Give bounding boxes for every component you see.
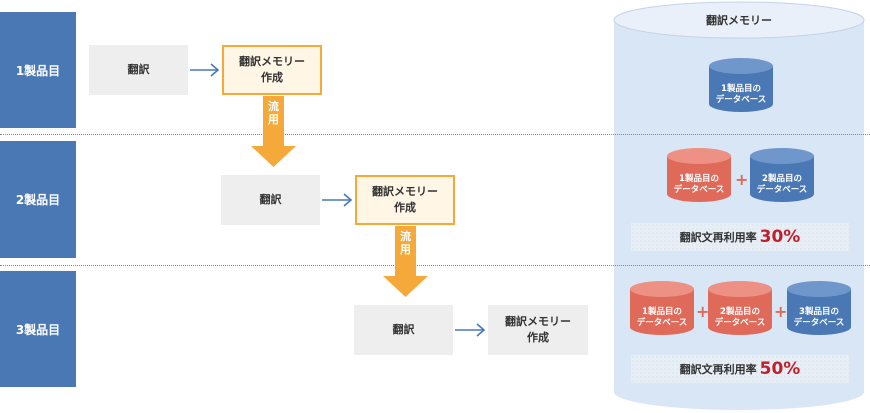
row-separator-2 — [0, 265, 870, 266]
rate-value: 30% — [759, 227, 801, 247]
memory-line1: 翻訳メモリー — [505, 315, 571, 328]
row-label-3: 3製品目 — [0, 271, 76, 387]
reuse-char: 用 — [268, 113, 279, 126]
reuse-char: 流 — [268, 100, 279, 113]
row-separator-1 — [0, 134, 870, 135]
db-label-1: 1製品目の データベース — [709, 84, 773, 106]
plus-sign: + — [735, 170, 749, 189]
memory-line2: 作成 — [527, 331, 549, 344]
reuse-label-2: 流 用 — [399, 230, 413, 256]
memory-line1: 翻訳メモリー — [372, 185, 438, 198]
memory-line2: 作成 — [261, 71, 283, 84]
db-suffix: データベース — [714, 318, 766, 328]
db-suffix: データベース — [673, 185, 725, 195]
db-name: 3製品目の — [799, 307, 839, 317]
plus-sign: + — [774, 302, 788, 321]
memory-create-box-3: 翻訳メモリー 作成 — [488, 305, 588, 355]
memory-line1: 翻訳メモリー — [239, 55, 305, 68]
db-label-3c: 3製品目の データベース — [787, 307, 851, 329]
db-suffix: データベース — [715, 95, 767, 105]
memory-create-box-2: 翻訳メモリー 作成 — [355, 175, 455, 225]
translate-box-1: 翻訳 — [89, 45, 188, 95]
memory-create-box-1: 翻訳メモリー 作成 — [222, 45, 322, 95]
db-name: 1製品目の — [679, 174, 719, 184]
memory-line2: 作成 — [394, 201, 416, 214]
db-name: 2製品目の — [762, 174, 802, 184]
db-suffix: データベース — [793, 318, 845, 328]
db-name: 1製品目の — [721, 84, 761, 94]
db-name: 1製品目の — [642, 307, 682, 317]
db-label-2b: 2製品目の データベース — [750, 174, 814, 196]
db-label-3b: 2製品目の データベース — [708, 307, 772, 329]
db-suffix: データベース — [636, 318, 688, 328]
db-label-2a: 1製品目の データベース — [667, 174, 731, 196]
translate-box-3: 翻訳 — [354, 305, 453, 355]
db-name: 2製品目の — [720, 307, 760, 317]
db-panel-title: 翻訳メモリー — [706, 14, 772, 27]
db-label-3a: 1製品目の データベース — [630, 307, 694, 329]
reuse-rate-2: 翻訳文再利用率 30% — [631, 223, 849, 251]
db-suffix: データベース — [756, 185, 808, 195]
rate-label: 翻訳文再利用率 — [679, 363, 757, 376]
reuse-char: 流 — [400, 230, 411, 243]
reuse-char: 用 — [400, 243, 411, 256]
translate-box-2: 翻訳 — [221, 175, 320, 225]
plus-sign: + — [696, 302, 710, 321]
rate-value: 50% — [759, 359, 801, 379]
reuse-rate-3: 翻訳文再利用率 50% — [631, 355, 849, 383]
row-label-2: 2製品目 — [0, 141, 76, 258]
rate-label: 翻訳文再利用率 — [679, 231, 757, 244]
row-label-1: 1製品目 — [0, 12, 76, 128]
reuse-label-1: 流 用 — [267, 100, 281, 126]
